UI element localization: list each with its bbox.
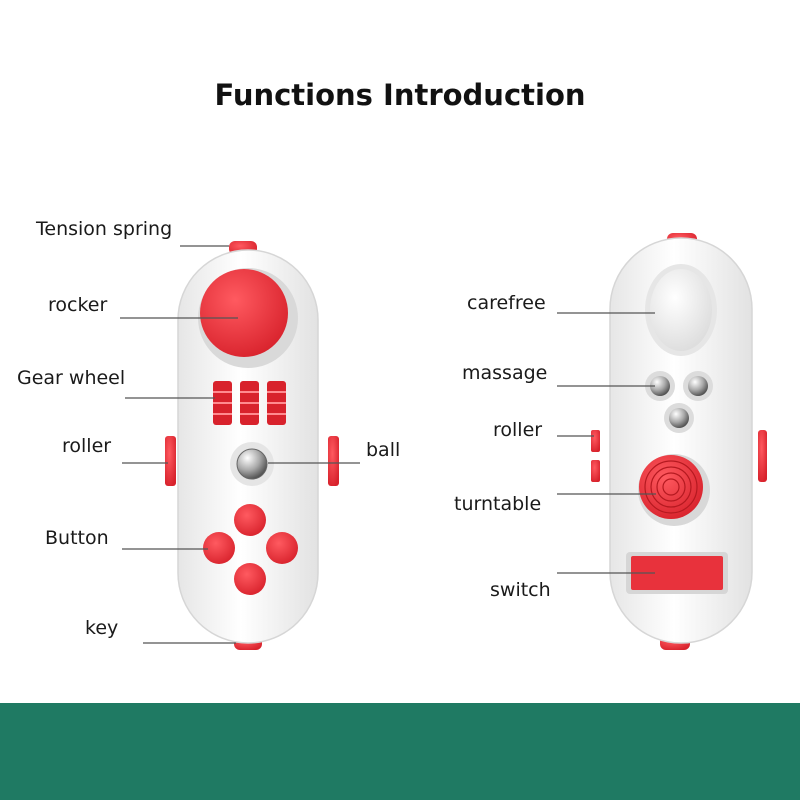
label-roller-left: roller <box>62 435 112 457</box>
label-tension-spring: Tension spring <box>36 218 173 240</box>
label-massage: massage <box>462 362 548 384</box>
label-key: key <box>85 617 119 639</box>
switch <box>631 556 723 590</box>
left-roller-part <box>165 436 176 486</box>
right-roller-part <box>758 430 767 482</box>
leader-lines <box>120 245 656 644</box>
massage-ball <box>650 376 670 396</box>
label-ball: ball <box>366 439 401 461</box>
gear-wheels <box>213 381 286 425</box>
massage-ball <box>688 376 708 396</box>
label-roller-right: roller <box>493 419 543 441</box>
label-turntable: turntable <box>454 493 542 515</box>
dpad-button-down <box>234 563 266 595</box>
dpad-button-left <box>203 532 235 564</box>
label-switch: switch <box>490 579 551 601</box>
right-device <box>591 233 767 650</box>
carefree-pad <box>650 269 712 351</box>
label-rocker: rocker <box>48 294 108 316</box>
left-roller-bottom <box>591 460 600 482</box>
page-title: Functions Introduction <box>214 78 586 112</box>
left-roller-top <box>591 430 600 452</box>
massage-ball <box>669 408 689 428</box>
label-gear-wheel: Gear wheel <box>17 367 126 389</box>
dpad-buttons <box>203 504 298 595</box>
turntable-rings <box>644 460 698 514</box>
ball <box>236 448 268 480</box>
label-button: Button <box>45 527 109 549</box>
right-roller-part <box>328 436 339 486</box>
turntable <box>639 455 703 519</box>
right-device-body <box>609 237 753 644</box>
massage-balls <box>645 371 713 433</box>
rocker-cap <box>200 269 288 357</box>
footer-band <box>0 703 800 800</box>
dpad-button-up <box>234 504 266 536</box>
label-carefree: carefree <box>467 292 546 314</box>
dpad-button-right <box>266 532 298 564</box>
left-device <box>165 241 339 650</box>
